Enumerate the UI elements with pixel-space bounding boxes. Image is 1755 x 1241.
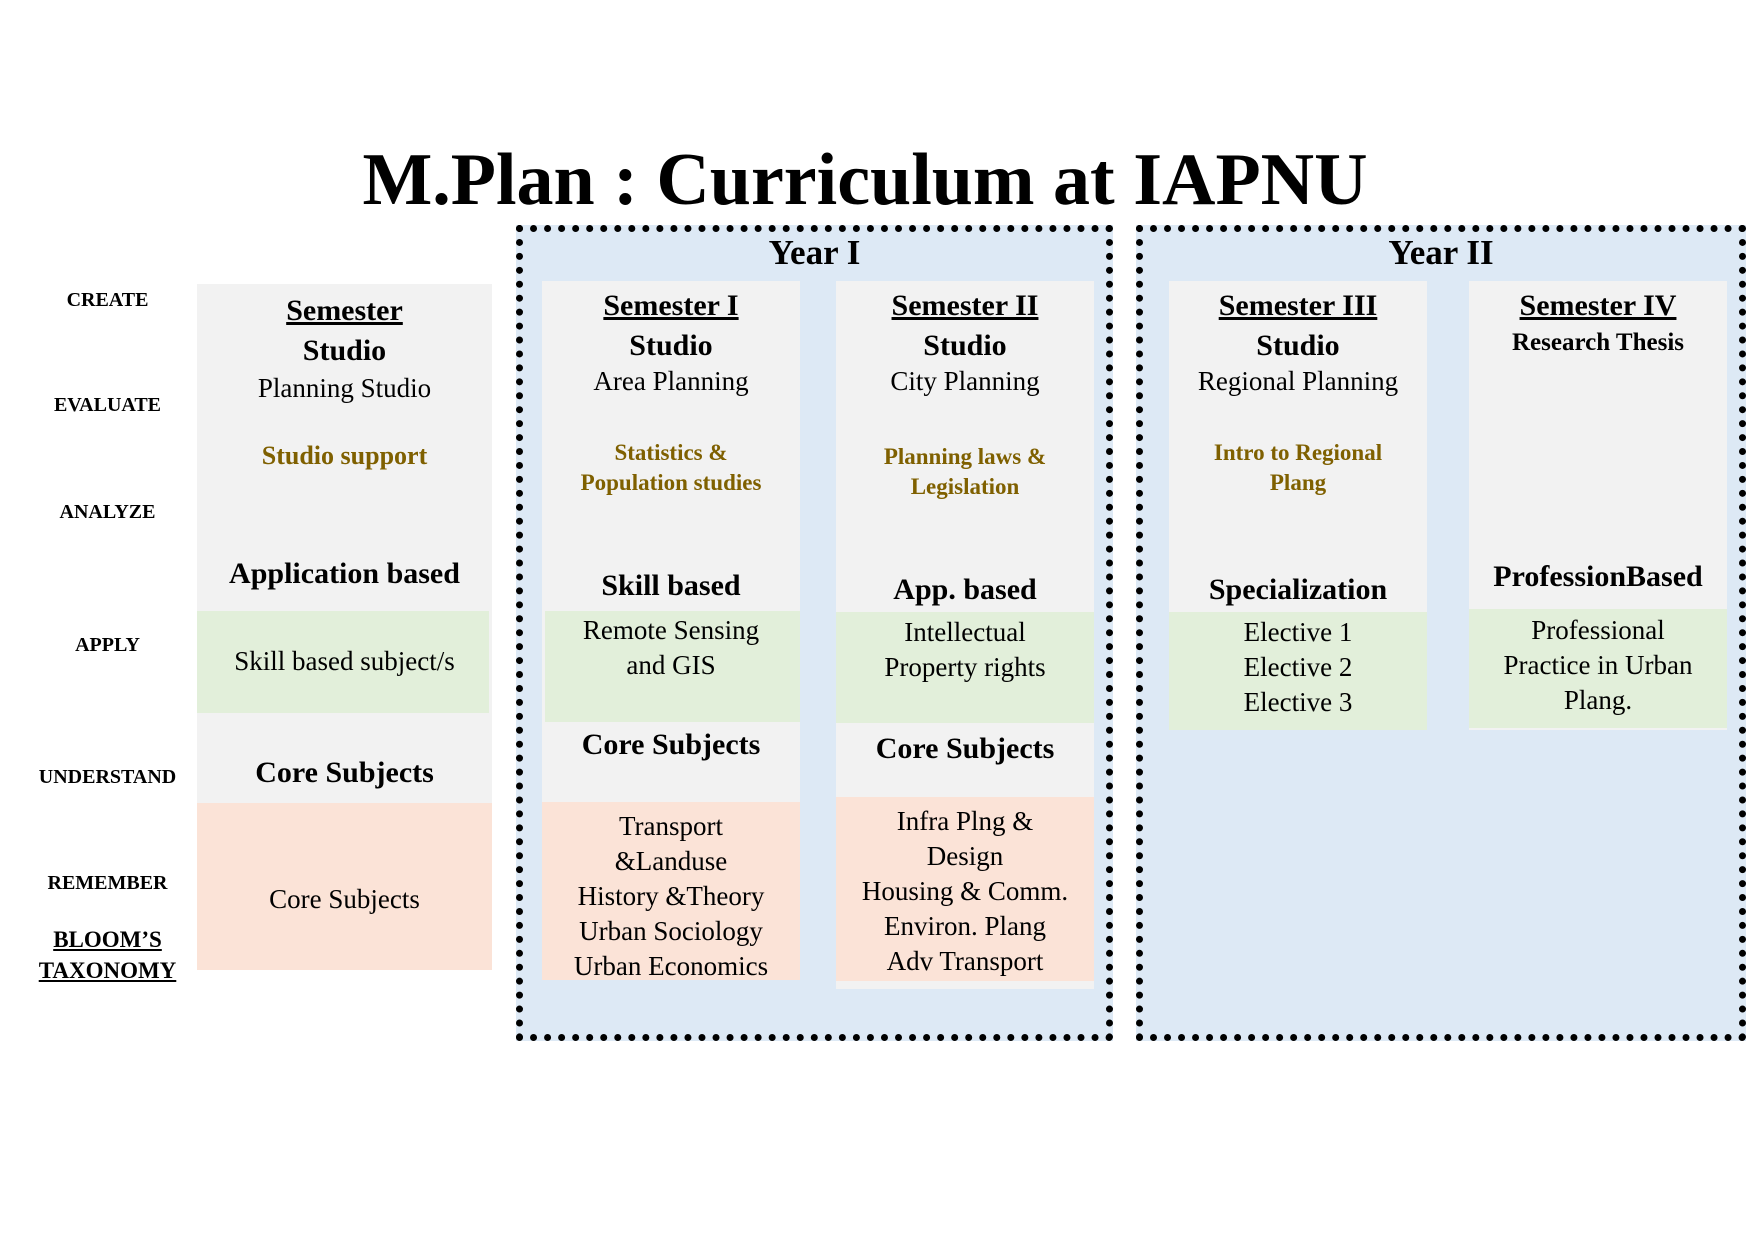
support-line: Plang [1269, 470, 1327, 495]
subject-item: Adv Transport [886, 946, 1044, 976]
bloom-heading-line2: TAXONOMY [38, 958, 177, 983]
studio-name: City Planning [890, 366, 1040, 396]
studio-name: Research Thesis [1512, 329, 1684, 356]
application-items: Elective 1 Elective 2 Elective 3 [1169, 615, 1427, 720]
bloom-level-understand: UNDERSTAND [38, 766, 177, 788]
support-line: Population studies [580, 470, 762, 495]
semester-column-4: Semester IV Research Thesis ProfessionBa… [1469, 281, 1727, 730]
subject-item: Infra Plng & [896, 806, 1034, 836]
legend-studio-name: Planning Studio [257, 373, 432, 403]
subject-item: History &Theory [577, 881, 765, 911]
semester-column-2: Semester II Studio City Planning Plannin… [836, 281, 1094, 989]
subject-item: Design [926, 841, 1004, 871]
page-title: M.Plan : Curriculum at IAPNU [362, 139, 1368, 221]
subject-item: Urban Economics [573, 951, 769, 981]
studio-label: Studio [629, 329, 713, 362]
bloom-level-analyze: ANALYZE [59, 501, 156, 523]
core-band [542, 802, 800, 980]
semester-title: Semester II [891, 289, 1039, 322]
subject-item: Elective 2 [1243, 652, 1353, 682]
skill-band [545, 611, 800, 722]
legend-semester-heading: Semester [286, 294, 403, 327]
core-items: Infra Plng & Design Housing & Comm. Envi… [836, 804, 1094, 979]
subject-item: Intellectual [904, 617, 1026, 647]
subject-item: and GIS [626, 650, 716, 680]
legend-core-subjects: Core Subjects [269, 884, 420, 914]
support-line: Statistics & [614, 440, 728, 465]
studio-support: Statistics & Population studies [542, 438, 800, 498]
bloom-heading: BLOOM’S TAXONOMY [20, 924, 195, 986]
studio-name: Regional Planning [1197, 366, 1399, 396]
year-title: Year II [1388, 233, 1494, 272]
bloom-heading-line1: BLOOM’S [53, 927, 162, 952]
skill-band [836, 612, 1094, 723]
legend-column: Semester Studio Planning Studio Studio s… [197, 284, 492, 970]
legend-studio-support: Studio support [261, 441, 428, 470]
application-heading: App. based [893, 573, 1037, 606]
bloom-level-evaluate: EVALUATE [53, 394, 162, 416]
studio-label: Studio [923, 329, 1007, 362]
support-line: Intro to Regional [1213, 440, 1383, 465]
core-heading: Core Subjects [875, 732, 1055, 765]
subject-item: Housing & Comm. [861, 876, 1069, 906]
bloom-level-remember: REMEMBER [47, 872, 168, 894]
support-line: Legislation [910, 474, 1020, 499]
support-line: Planning laws & [883, 444, 1047, 469]
studio-label: Studio [1256, 329, 1340, 362]
semester-title: Semester I [603, 289, 739, 322]
subject-item: Plang. [1563, 685, 1633, 715]
core-heading: Core Subjects [581, 728, 761, 761]
legend-application-heading: Application based [229, 557, 460, 590]
skill-band [1469, 609, 1727, 728]
subject-item: Transport [618, 811, 724, 841]
legend-skill-band [197, 611, 489, 713]
subject-item: Elective 1 [1243, 617, 1353, 647]
subject-item: Remote Sensing [582, 615, 760, 645]
subject-item: &Landuse [614, 846, 728, 876]
core-band [836, 797, 1094, 981]
core-items: Transport &Landuse History &Theory Urban… [542, 809, 800, 984]
subject-item: Urban Sociology [579, 916, 763, 946]
legend-core-heading: Core Subjects [255, 756, 434, 789]
application-items: Intellectual Property rights [836, 615, 1094, 685]
legend-studio-label: Studio [302, 334, 387, 367]
subject-item: Practice in Urban [1503, 650, 1693, 680]
application-heading: Specialization [1208, 573, 1388, 606]
studio-name: Area Planning [593, 366, 749, 396]
semester-title: Semester IV [1519, 289, 1677, 322]
application-heading: ProfessionBased [1493, 560, 1703, 593]
bloom-level-apply: APPLY [75, 634, 140, 656]
application-items: Professional Practice in Urban Plang. [1469, 613, 1727, 718]
legend-skill-subjects: Skill based subject/s [234, 646, 455, 676]
semester-column-1: Semester I Studio Area Planning Statisti… [542, 281, 800, 981]
skill-band [1169, 612, 1427, 730]
subject-item: Elective 3 [1243, 687, 1353, 717]
year-title: Year I [768, 233, 861, 272]
studio-support: Intro to Regional Plang [1169, 438, 1427, 498]
legend-core-band [197, 803, 492, 970]
subject-item: Property rights [884, 652, 1046, 682]
subject-item: Professional [1531, 615, 1665, 645]
bloom-level-create: CREATE [66, 289, 149, 311]
application-items: Remote Sensing and GIS [542, 613, 800, 683]
studio-support: Planning laws & Legislation [836, 442, 1094, 502]
application-heading: Skill based [601, 569, 741, 602]
semester-title: Semester III [1218, 289, 1378, 322]
semester-column-3: Semester III Studio Regional Planning In… [1169, 281, 1427, 730]
subject-item: Environ. Plang [884, 911, 1046, 941]
